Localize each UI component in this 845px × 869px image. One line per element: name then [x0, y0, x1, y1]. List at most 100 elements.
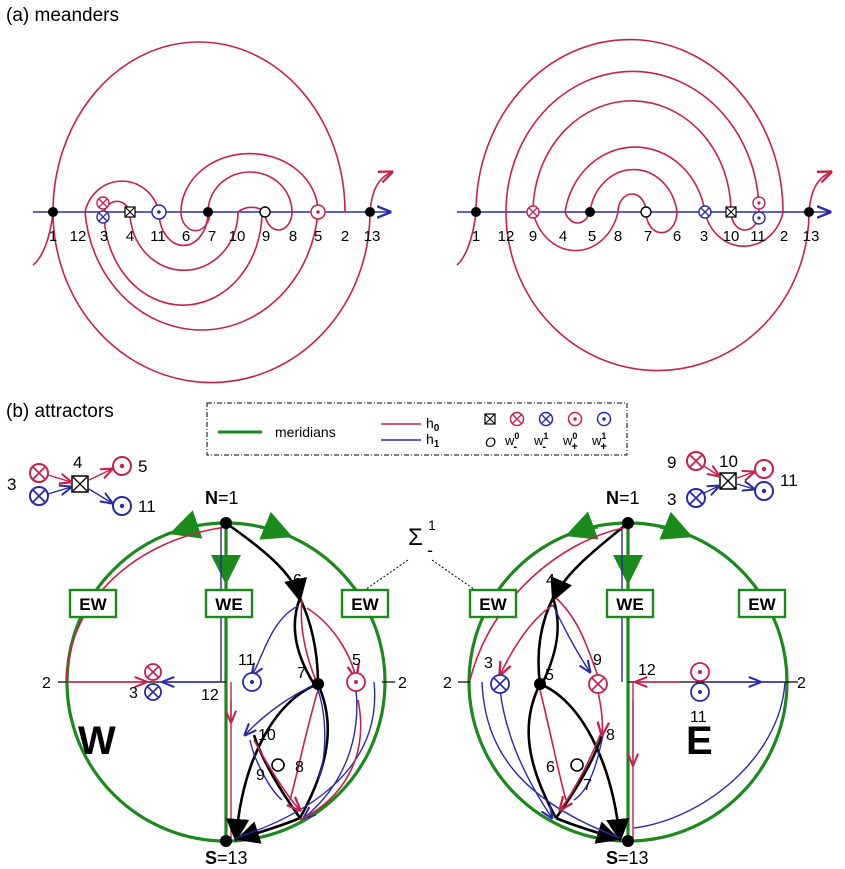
red-otimes-icon	[144, 663, 162, 681]
red-odot-icon	[346, 672, 366, 692]
legend-w-2: w0+	[562, 431, 578, 453]
red-otimes-icon	[588, 674, 608, 694]
panel-a-title: (a) meanders	[6, 5, 119, 26]
right-label-2b: 2	[797, 675, 806, 692]
left-disk-letter: W	[78, 719, 116, 763]
left-box-ew-1: EW	[68, 588, 118, 619]
legend-h0-label: h0	[426, 415, 440, 434]
inset-red-otimes-icon	[29, 463, 49, 483]
legend-wplus1-icon	[596, 411, 612, 427]
left-label-9: 9	[256, 767, 265, 784]
right-label-3: 4	[559, 228, 567, 245]
left-label-7: 10	[229, 228, 246, 245]
blue-otimes-icon	[96, 210, 110, 224]
right-south-label: S=13	[606, 848, 649, 868]
svg-text:EW: EW	[479, 595, 507, 614]
inset-red-odot-icon	[754, 459, 774, 479]
left-label-8: 8	[295, 759, 304, 776]
legend-w-0: w0-	[504, 431, 519, 453]
left-south-label: S=13	[205, 848, 248, 868]
right-meander: 1 12 9 4 5 8 7 6 3 10 11 2 13	[456, 38, 831, 372]
left-label-2b: 2	[398, 675, 407, 692]
right-label-8: 3	[700, 228, 708, 245]
blue-otimes-icon	[490, 674, 510, 694]
right-label-2a: 2	[443, 675, 452, 692]
left-label-4: 11	[150, 228, 166, 245]
legend-wminus0-icon	[509, 411, 525, 427]
inset-red-otimes-icon	[686, 451, 706, 471]
right-box-ew-1: EW	[468, 588, 518, 619]
sigma-sub: -	[427, 540, 433, 560]
inset-red-odot-icon	[112, 456, 132, 476]
left-north-label: N=1	[205, 488, 239, 508]
right-disk: EW WE EW E N=1 S=13 2 2 3 4 5 9 12 11 8 …	[443, 488, 806, 868]
inset-label-5: 5	[138, 457, 147, 476]
left-label-5: 5	[352, 652, 361, 669]
left-label-11: 11	[238, 652, 255, 669]
left-meander: 1 12 3 4 11 6 7 10 9 8 5 2 13	[32, 41, 392, 384]
left-label-1: 12	[70, 228, 87, 245]
upper-arc	[52, 41, 346, 213]
legend-meridians-label: meridians	[275, 424, 336, 440]
right-label-6: 6	[546, 759, 555, 776]
left-label-3: 4	[126, 228, 134, 245]
left-label-0: 1	[49, 228, 57, 245]
right-box-we: WE	[605, 588, 655, 619]
inset-label-9: 9	[667, 453, 676, 472]
red-odot-icon	[310, 204, 326, 220]
inset-label-10: 10	[719, 452, 738, 471]
legend-origin-icon	[484, 413, 496, 425]
panel-b-title: (b) attractors	[6, 401, 114, 422]
right-label-4: 4	[546, 572, 555, 589]
left-box-ew-2: EW	[340, 588, 390, 619]
legend-w-1: w1-	[533, 431, 548, 453]
inset-label-3: 3	[7, 475, 16, 494]
left-disk: EW WE EW W N=1 S=13 2 2 3 12 11 7 5 6 10…	[42, 488, 407, 868]
right-label-10: 11	[750, 228, 766, 245]
legend-w-3: w1+	[591, 431, 607, 453]
inset-label-11: 11	[780, 471, 798, 490]
svg-text:EW: EW	[351, 595, 379, 614]
boxtimes-icon	[725, 206, 737, 218]
blue-otimes-icon	[144, 683, 162, 701]
left-label-2a: 2	[42, 675, 51, 692]
blue-odot-icon	[690, 682, 710, 702]
blue-odot-icon	[242, 672, 262, 692]
left-label-3: 3	[129, 685, 138, 702]
left-label-7: 7	[297, 665, 306, 682]
boxtimes-icon	[124, 206, 136, 218]
inset-blue-otimes-icon	[29, 486, 49, 506]
right-label-9: 9	[593, 652, 602, 669]
svg-text:EW: EW	[79, 595, 107, 614]
right-label-12: 13	[803, 228, 820, 245]
left-label-6: 6	[293, 572, 302, 589]
blue-odot-icon	[752, 211, 766, 225]
left-label-11: 2	[341, 228, 349, 245]
left-box-we: WE	[204, 588, 254, 619]
right-label-2: 9	[529, 228, 537, 245]
right-inset-graph: 9 3 10 11	[667, 451, 798, 509]
legend-h1-label: h1	[426, 431, 440, 450]
legend: meridians h0 h1 O w0- w1- w0+ w1+	[206, 402, 628, 456]
right-label-3: 3	[484, 655, 493, 672]
inset-boxtimes-icon	[71, 475, 89, 493]
right-label-11: 11	[690, 709, 707, 726]
left-label-2: 3	[100, 228, 108, 245]
red-odot-icon	[752, 196, 766, 210]
inset-label-11: 11	[138, 497, 156, 516]
red-odot-icon	[690, 662, 710, 682]
legend-origin-label: O	[485, 434, 496, 450]
svg-text:EW: EW	[748, 595, 776, 614]
right-label-8: 8	[606, 727, 615, 744]
left-label-10: 5	[314, 228, 322, 245]
red-otimes-icon	[526, 205, 540, 219]
left-label-12: 12	[201, 687, 219, 704]
left-label-5: 6	[182, 228, 190, 245]
left-label-8: 9	[262, 228, 270, 245]
right-disk-letter: E	[686, 719, 713, 763]
inset-label-4: 4	[73, 453, 82, 472]
blue-odot-icon	[151, 204, 167, 220]
right-label-7: 6	[673, 228, 681, 245]
left-label-9: 8	[289, 228, 297, 245]
right-label-11: 2	[780, 228, 788, 245]
